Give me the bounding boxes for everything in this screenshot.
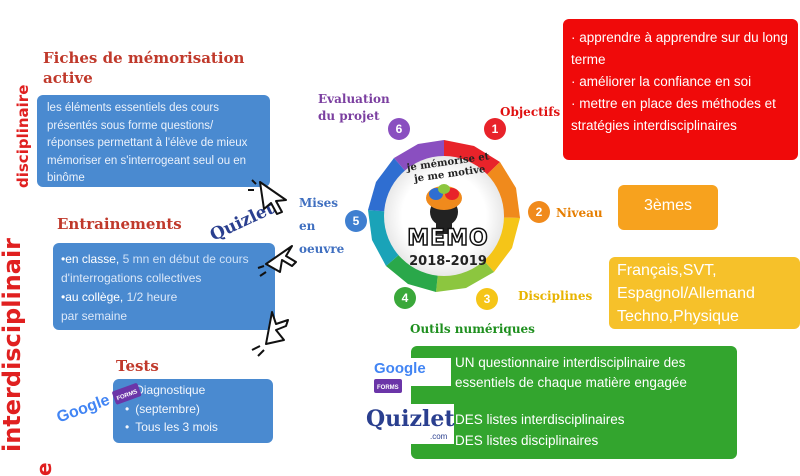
fiches-title: Fiches de mémorisation active — [43, 49, 245, 87]
niveau-label: Niveau — [556, 206, 603, 220]
entrainements-box: •en classe, 5 mn en début de cours d'int… — [53, 243, 275, 330]
forms-badge: FORMS — [374, 379, 402, 394]
tests-box: Diagnostique (septembre) Tous les 3 mois — [113, 379, 273, 443]
google-forms-logo: Google FORMS — [371, 358, 451, 394]
objectifs-box: · apprendre à apprendre sur du long term… — [563, 19, 798, 160]
objectifs-line: · mettre en place des méthodes et straté… — [571, 96, 776, 133]
quizlet-com: .com — [430, 432, 448, 441]
fiches-box: les éléments essentiels des cours présen… — [37, 95, 270, 187]
memo-years: 2018-2019 — [409, 254, 487, 269]
node-4-circle: 4 — [394, 287, 416, 309]
outils-box — [411, 346, 737, 459]
memo-title: MEMO — [406, 225, 489, 252]
google-logo-text: Google — [54, 391, 113, 427]
niveau-box: 3èmes — [618, 185, 718, 230]
entrainements-title: Entrainements — [57, 215, 182, 233]
entrainements-line1: •en classe, 5 mn en début de cours — [61, 252, 249, 266]
outils-label: Outils numériques — [410, 322, 535, 336]
evaluation-label: Evaluation du projet — [318, 92, 390, 123]
niveau-value: 3èmes — [643, 197, 693, 214]
tests-title: Tests — [116, 357, 159, 375]
side-label-interdisciplinaire: interdisciplinair — [0, 237, 26, 452]
tests-item: (septembre) — [125, 400, 261, 419]
google-logo-text: Google — [374, 360, 426, 377]
node-3-circle: 3 — [476, 288, 498, 310]
entrainements-line2: d'interrogations collectives — [61, 271, 202, 285]
mises-en-oeuvre-label: Mises en oeuvre — [299, 196, 345, 256]
disciplines-text: Français,SVT, Espagnol/Allemand Techno,P… — [617, 262, 755, 325]
outils-quizlet-line1: DES listes interdisciplinaires — [455, 412, 625, 427]
side-label-bottom: e — [32, 462, 56, 476]
node-1-circle: 1 — [484, 118, 506, 140]
node-6-circle: 6 — [388, 118, 410, 140]
cursor-hand-icon — [248, 179, 287, 215]
objectifs-label: Objectifs — [500, 105, 561, 119]
objectifs-line: · apprendre à apprendre sur du long term… — [571, 30, 788, 67]
tests-item: Diagnostique — [125, 381, 261, 400]
entrainements-line3: •au collège, 1/2 heure — [61, 290, 178, 304]
fiches-text: les éléments essentiels des cours présen… — [47, 102, 248, 184]
node-2-circle: 2 — [528, 201, 550, 223]
side-label-disciplinaire: disciplinaire — [14, 84, 32, 188]
outils-google-text: UN questionnaire interdisciplinaire des … — [455, 355, 687, 390]
entrainements-line4: par semaine — [61, 309, 128, 323]
memo-wheel — [368, 140, 520, 292]
quizlet-logo-text: Quizlet — [366, 406, 455, 432]
objectifs-line: · améliorer la confiance en soi — [571, 74, 752, 89]
disciplines-label: Disciplines — [518, 289, 593, 303]
disciplines-box: Français,SVT, Espagnol/Allemand Techno,P… — [609, 257, 800, 329]
quizlet-logo: Quizlet .com — [364, 404, 455, 444]
node-5-circle: 5 — [345, 210, 367, 232]
cursor-hand-icon — [251, 311, 289, 357]
outils-quizlet-line2: DES listes disciplinaires — [455, 433, 599, 448]
cursor-hand-icon — [257, 245, 297, 277]
tests-item: Tous les 3 mois — [125, 418, 261, 437]
